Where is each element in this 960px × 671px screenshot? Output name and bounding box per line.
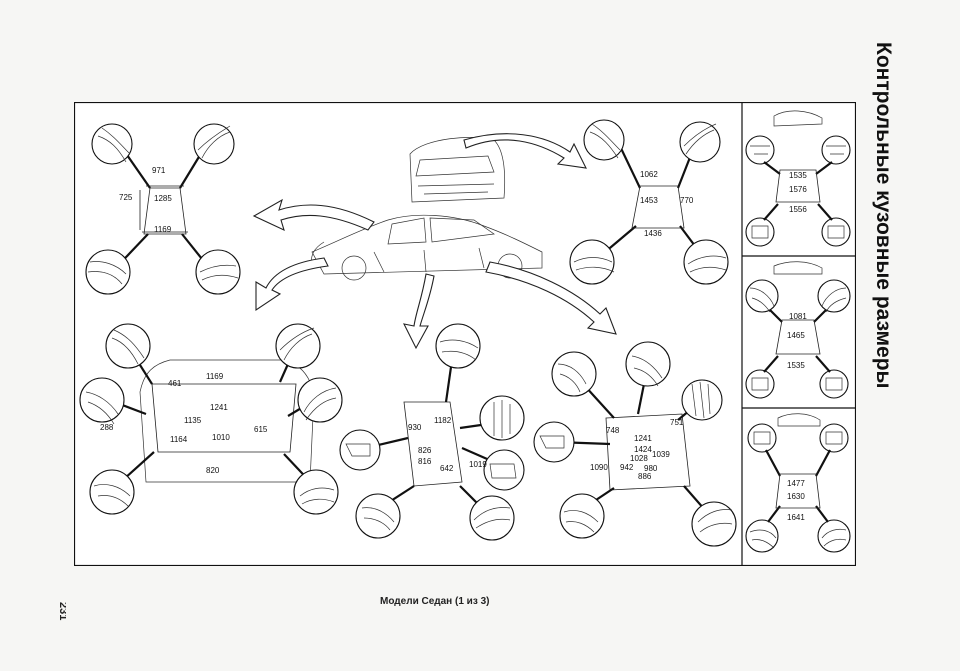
dim-461: 461: [168, 379, 182, 388]
dim-1576: 1576: [789, 185, 807, 194]
dim-930: 930: [408, 423, 422, 432]
dim-1453: 1453: [640, 196, 658, 205]
dim-942: 942: [620, 463, 634, 472]
dim-1090: 1090: [590, 463, 608, 472]
dim-971: 971: [152, 166, 166, 175]
dim-1182: 1182: [434, 416, 452, 425]
dim-1019: 1019: [469, 460, 487, 469]
dim-1169-trunk: 1169: [206, 372, 224, 381]
front-frame-group: 971 725 1285 1169: [85, 123, 241, 295]
dim-826: 826: [418, 446, 432, 455]
dim-642: 642: [440, 464, 454, 473]
dim-725: 725: [119, 193, 133, 202]
dim-1081: 1081: [789, 312, 807, 321]
pointer-arrows: [252, 133, 617, 350]
dim-1465: 1465: [787, 331, 805, 340]
dim-816: 816: [418, 457, 432, 466]
dim-1169: 1169: [154, 225, 172, 234]
right-panel-bottom: 1477 1630 1641: [745, 413, 851, 553]
side-title-wrapper: Контрольные кузовные размеры: [872, 42, 895, 388]
dim-886: 886: [638, 472, 652, 481]
page-number-wrapper: 231: [57, 602, 66, 620]
right-panel-top: 1535 1576 1556: [745, 110, 851, 247]
page-footer-caption: Модели Седан (1 из 3): [380, 596, 490, 607]
dim-1535-top: 1535: [789, 171, 807, 180]
dim-1241-rear: 1241: [634, 434, 652, 443]
dim-615: 615: [254, 425, 268, 434]
dim-1062: 1062: [640, 170, 658, 179]
rear-door-opening-group: 751 748 1241 1424 1028 1039 1090 942 980…: [533, 341, 737, 547]
dim-748: 748: [606, 426, 620, 435]
dim-1477: 1477: [787, 479, 805, 488]
dim-1135: 1135: [184, 416, 202, 425]
dim-1556: 1556: [789, 205, 807, 214]
dim-1028: 1028: [630, 454, 648, 463]
page-number: 231: [57, 602, 66, 620]
dim-288: 288: [100, 423, 114, 432]
dim-1535-mid: 1535: [787, 361, 805, 370]
trunk-opening-group: 1169 461 1241 288 1135 615 1164 1010 820: [79, 323, 343, 515]
dim-980: 980: [644, 464, 658, 473]
dim-1039: 1039: [652, 450, 670, 459]
dim-751: 751: [670, 418, 684, 427]
dim-1630: 1630: [787, 492, 805, 501]
dim-1241: 1241: [210, 403, 228, 412]
dim-1424: 1424: [634, 445, 652, 454]
dim-820: 820: [206, 466, 220, 475]
dim-1164: 1164: [170, 435, 188, 444]
dim-1436: 1436: [644, 229, 662, 238]
right-panel-mid: 1081 1465 1535: [745, 261, 851, 399]
dim-770: 770: [680, 196, 694, 205]
page-side-title: Контрольные кузовные размеры: [872, 42, 895, 388]
dim-1641: 1641: [787, 513, 805, 522]
rear-door-frame-group: 1062 1453 770 1436: [569, 119, 729, 285]
dim-1285: 1285: [154, 194, 172, 203]
body-dimensions-diagram: 971 725 1285 1169 1062 1453 770 1436: [74, 102, 856, 566]
dim-1010: 1010: [212, 433, 230, 442]
front-door-opening-group: 930 1182 826 816 642 1019: [339, 323, 525, 541]
